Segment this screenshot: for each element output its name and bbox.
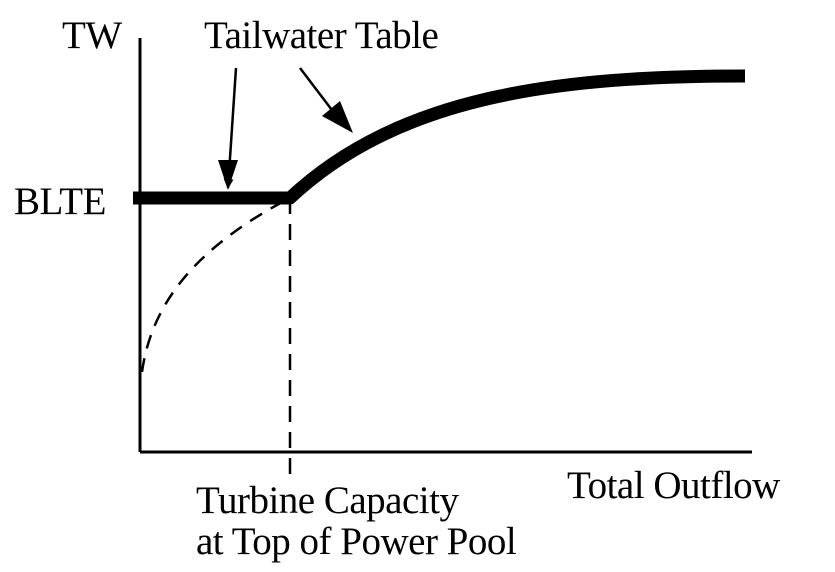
x-axis-label: Total Outflow (567, 464, 780, 507)
tailwater-table-curve (133, 69, 746, 205)
arrow-to-rising-curve-head (322, 101, 353, 133)
turbine-capacity-label-line2: at Top of Power Pool (196, 520, 517, 563)
blte-label: BLTE (14, 180, 106, 223)
arrow-to-flat-segment-head (218, 160, 238, 190)
tailwater-table-label: Tailwater Table (204, 14, 439, 57)
turbine-capacity-label-line1: Turbine Capacity (196, 479, 459, 522)
y-axis-label: TW (62, 14, 122, 57)
dashed-extension-curve (140, 196, 291, 373)
